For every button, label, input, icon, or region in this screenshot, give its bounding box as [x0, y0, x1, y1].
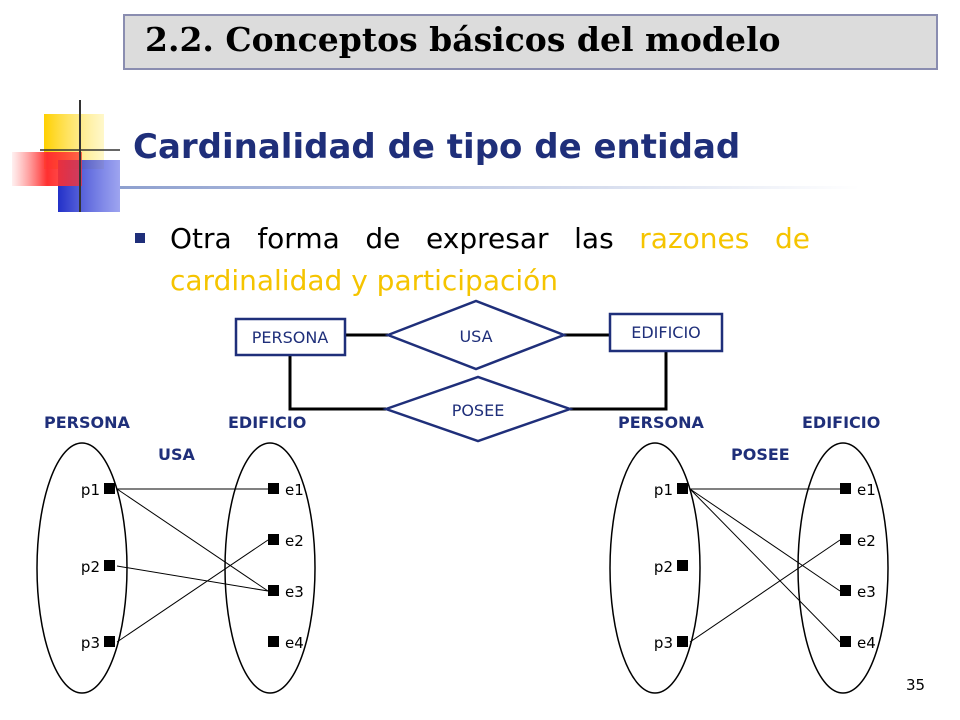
usa-persona-set-label: PERSONA	[44, 413, 130, 432]
usa-building-e4-label: e4	[285, 634, 304, 652]
usa-person-p1-dot	[104, 483, 115, 494]
er-connector-posee-edificio	[570, 351, 668, 411]
page-number: 35	[906, 676, 926, 694]
er-entity-persona	[234, 317, 347, 357]
usa-building-e1-label: e1	[285, 481, 304, 499]
er-entity-edificio-label: EDIFICIO	[631, 323, 701, 342]
usa-link-p1-e3	[116, 488, 269, 592]
posee-building-e4-label: e4	[857, 634, 876, 652]
er-entity-edificio	[608, 312, 724, 353]
decor-red-square	[12, 152, 82, 186]
usa-building-e2-label: e2	[285, 532, 304, 550]
posee-building-e4-dot	[840, 636, 851, 647]
posee-link-p1-e4	[689, 488, 841, 643]
usa-building-e3-dot	[268, 585, 279, 596]
posee-building-e2-dot	[840, 534, 851, 545]
usa-building-e1-dot	[268, 483, 279, 494]
er-relationship-posee	[382, 375, 574, 443]
bullet-text: Otra forma de expresar las razones de ca…	[170, 218, 810, 302]
usa-edificio-set-label: EDIFICIO	[228, 413, 306, 432]
usa-person-p1-label: p1	[81, 481, 100, 499]
posee-building-e2-label: e2	[857, 532, 876, 550]
posee-persona-set-label: PERSONA	[618, 413, 704, 432]
er-connector-persona-posee	[288, 355, 386, 411]
posee-building-e1-dot	[840, 483, 851, 494]
section-title: 2.2. Conceptos básicos del modelo	[145, 20, 781, 59]
posee-person-p3-label: p3	[654, 634, 673, 652]
section-title-box: 2.2. Conceptos básicos del modelo	[123, 14, 938, 70]
posee-link-p1-e3	[689, 488, 841, 592]
bullet-text-plain: Otra forma de expresar las	[170, 222, 640, 255]
heading-underline	[120, 186, 860, 189]
posee-building-e3-dot	[840, 585, 851, 596]
er-relationship-posee-label: POSEE	[452, 401, 505, 420]
posee-relationship-label: POSEE	[731, 445, 790, 464]
usa-building-e4-dot	[268, 636, 279, 647]
usa-link-p3-e2	[116, 539, 269, 643]
bullet-marker	[135, 233, 145, 243]
usa-relationship-label: USA	[158, 445, 196, 464]
posee-person-p1-dot	[677, 483, 688, 494]
er-entity-persona-label: PERSONA	[252, 328, 329, 347]
slide-heading: Cardinalidad de tipo de entidad	[133, 127, 741, 167]
posee-person-p1-label: p1	[654, 481, 673, 499]
posee-person-p2-label: p2	[654, 558, 673, 576]
usa-person-p3-label: p3	[81, 634, 100, 652]
er-relationship-usa	[384, 299, 568, 371]
bullet-text-highlight: razones de cardinalidad y participación	[170, 222, 810, 297]
usa-edificio-set	[224, 442, 316, 694]
posee-edificio-set-label: EDIFICIO	[802, 413, 880, 432]
usa-building-e3-label: e3	[285, 583, 304, 601]
posee-building-e1-label: e1	[857, 481, 876, 499]
usa-person-p3-dot	[104, 636, 115, 647]
usa-building-e2-dot	[268, 534, 279, 545]
usa-person-p2-dot	[104, 560, 115, 571]
posee-person-p2-dot	[677, 560, 688, 571]
er-relationship-usa-label: USA	[459, 327, 492, 346]
usa-person-p2-label: p2	[81, 558, 100, 576]
posee-persona-set	[609, 442, 701, 694]
usa-link-p2-e3	[116, 565, 269, 592]
posee-person-p3-dot	[677, 636, 688, 647]
posee-link-p3-e2	[689, 539, 841, 643]
posee-building-e3-label: e3	[857, 583, 876, 601]
